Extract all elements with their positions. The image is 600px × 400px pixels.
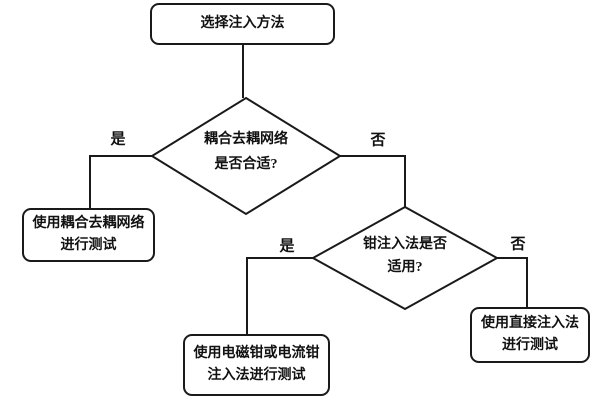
decision2-label-line2: 适用? [387,260,423,275]
decision2-yes-label: 是 [279,238,295,255]
decision2-no-label: 否 [510,236,526,253]
connector-decision2-yes [246,257,313,334]
connector-decision2-no [497,257,528,307]
decision1-diamond-shape [150,96,342,216]
decision1-label-line1: 耦合去耦网络 [204,132,288,147]
start-node: 选择注入方法 [150,3,335,45]
result-clamp-line2: 注入法进行测试 [207,368,306,383]
result-coupling-line1: 使用耦合去耦网络 [32,216,145,231]
decision1-yes-label: 是 [110,131,126,148]
decision1-no-label: 否 [370,132,386,149]
decision2-label-line1: 钳注入法是否 [363,237,447,252]
result-direct-injection-node: 使用直接注入法 进行测试 [470,307,590,363]
start-node-label: 选择注入方法 [200,16,285,31]
result-clamp-injection-node: 使用电磁钳或电流钳 注入法进行测试 [183,334,330,396]
decision1-node: 耦合去耦网络 是否合适? [152,127,340,177]
connector-decision1-yes [89,155,152,208]
decision2-node: 钳注入法是否 适用? [313,233,497,279]
decision2-diamond-shape [310,205,500,311]
connector-decision1-no [340,155,406,207]
result-direct-line2: 进行测试 [502,338,558,353]
result-coupling-line2: 进行测试 [60,238,117,253]
result-coupling-network-node: 使用耦合去耦网络 进行测试 [22,208,155,262]
result-direct-line1: 使用直接注入法 [481,316,579,331]
result-clamp-line1: 使用电磁钳或电流钳 [193,346,320,361]
decision1-label-line2: 是否合适? [214,157,278,172]
